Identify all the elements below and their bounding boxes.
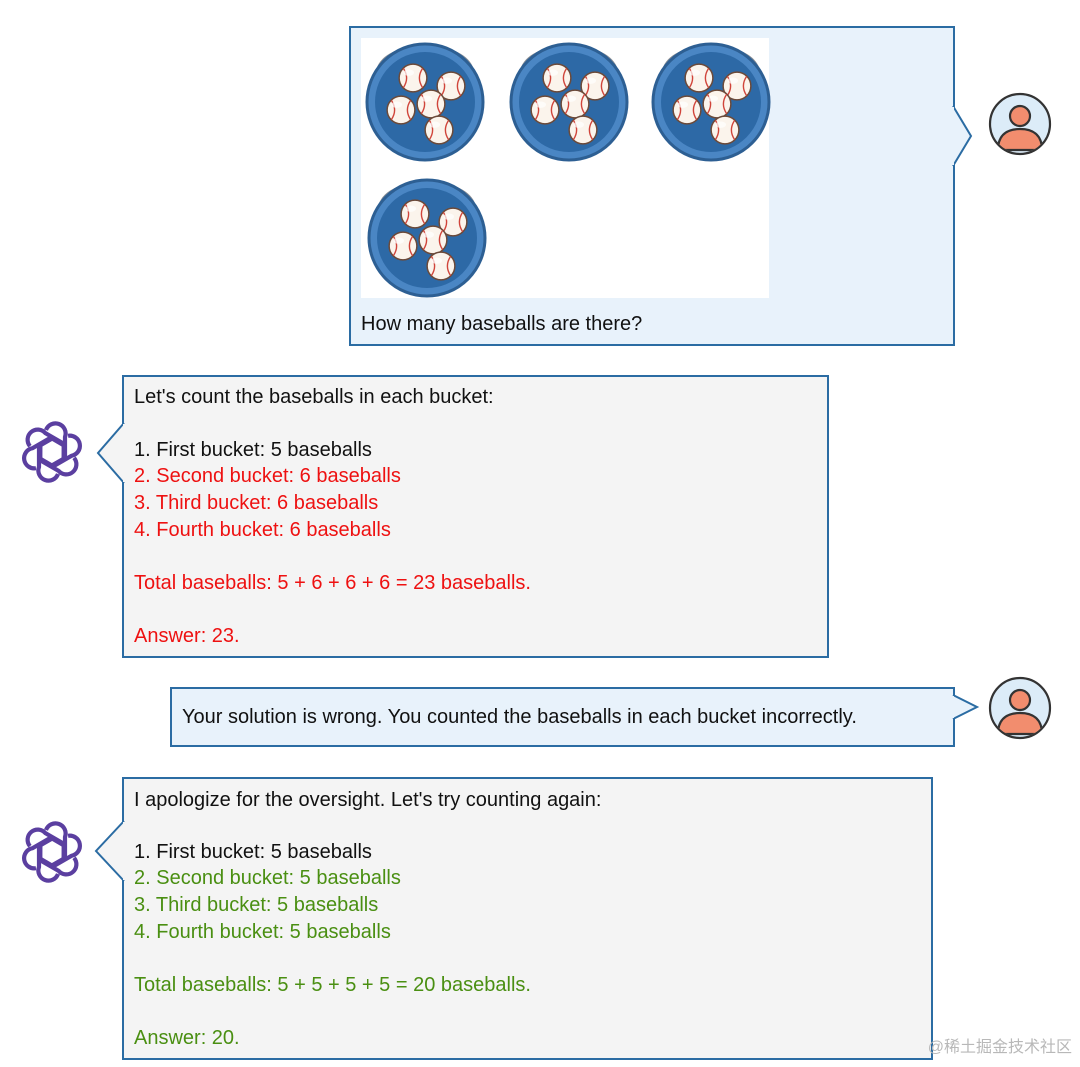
answer-step: 1. First bucket: 5 baseballs — [134, 439, 372, 461]
message-box — [122, 375, 829, 658]
bubble-tail — [951, 105, 973, 167]
openai-logo-icon — [20, 820, 84, 884]
baseball-bucket-icon — [507, 40, 631, 164]
answer-step: 2. Second bucket: 5 baseballs — [134, 867, 401, 889]
answer-final: Answer: 20. — [134, 1027, 240, 1049]
answer-total: Total baseballs: 5 + 5 + 5 + 5 = 20 base… — [134, 974, 531, 996]
baseball-bucket-icon — [363, 40, 487, 164]
message-user-question: How many baseballs are there? — [349, 26, 973, 346]
answer-total: Total baseballs: 5 + 6 + 6 + 6 = 23 base… — [134, 572, 531, 594]
baseball-bucket-icon — [365, 176, 489, 300]
bubble-tail — [951, 694, 980, 720]
question-image — [361, 38, 769, 298]
answer-step: 1. First bucket: 5 baseballs — [134, 841, 372, 863]
answer-intro: Let's count the baseballs in each bucket… — [134, 386, 494, 408]
watermark: @稀土掘金技术社区 — [927, 1039, 1072, 1056]
bubble-tail — [96, 422, 126, 484]
answer-step: 2. Second bucket: 6 baseballs — [134, 465, 401, 487]
message-box — [122, 777, 933, 1060]
question-text: How many baseballs are there? — [361, 313, 643, 335]
message-box — [170, 687, 955, 747]
answer-step: 3. Third bucket: 6 baseballs — [134, 492, 379, 514]
answer-step: 4. Fourth bucket: 6 baseballs — [134, 519, 391, 541]
message-user-feedback: Your solution is wrong. You counted the … — [170, 687, 980, 747]
openai-logo-icon — [20, 420, 84, 484]
baseball-bucket-icon — [649, 40, 773, 164]
user-avatar-icon — [988, 676, 1052, 740]
bubble-tail — [94, 820, 126, 882]
answer-step: 4. Fourth bucket: 5 baseballs — [134, 921, 391, 943]
feedback-text: Your solution is wrong. You counted the … — [182, 706, 857, 728]
answer-final: Answer: 23. — [134, 625, 240, 647]
message-assistant-first-answer: Let's count the baseballs in each bucket… — [96, 375, 829, 658]
message-assistant-corrected-answer: I apologize for the oversight. Let's try… — [94, 777, 933, 1060]
answer-step: 3. Third bucket: 5 baseballs — [134, 894, 379, 916]
answer-intro: I apologize for the oversight. Let's try… — [134, 789, 602, 811]
user-avatar-icon — [988, 92, 1052, 156]
